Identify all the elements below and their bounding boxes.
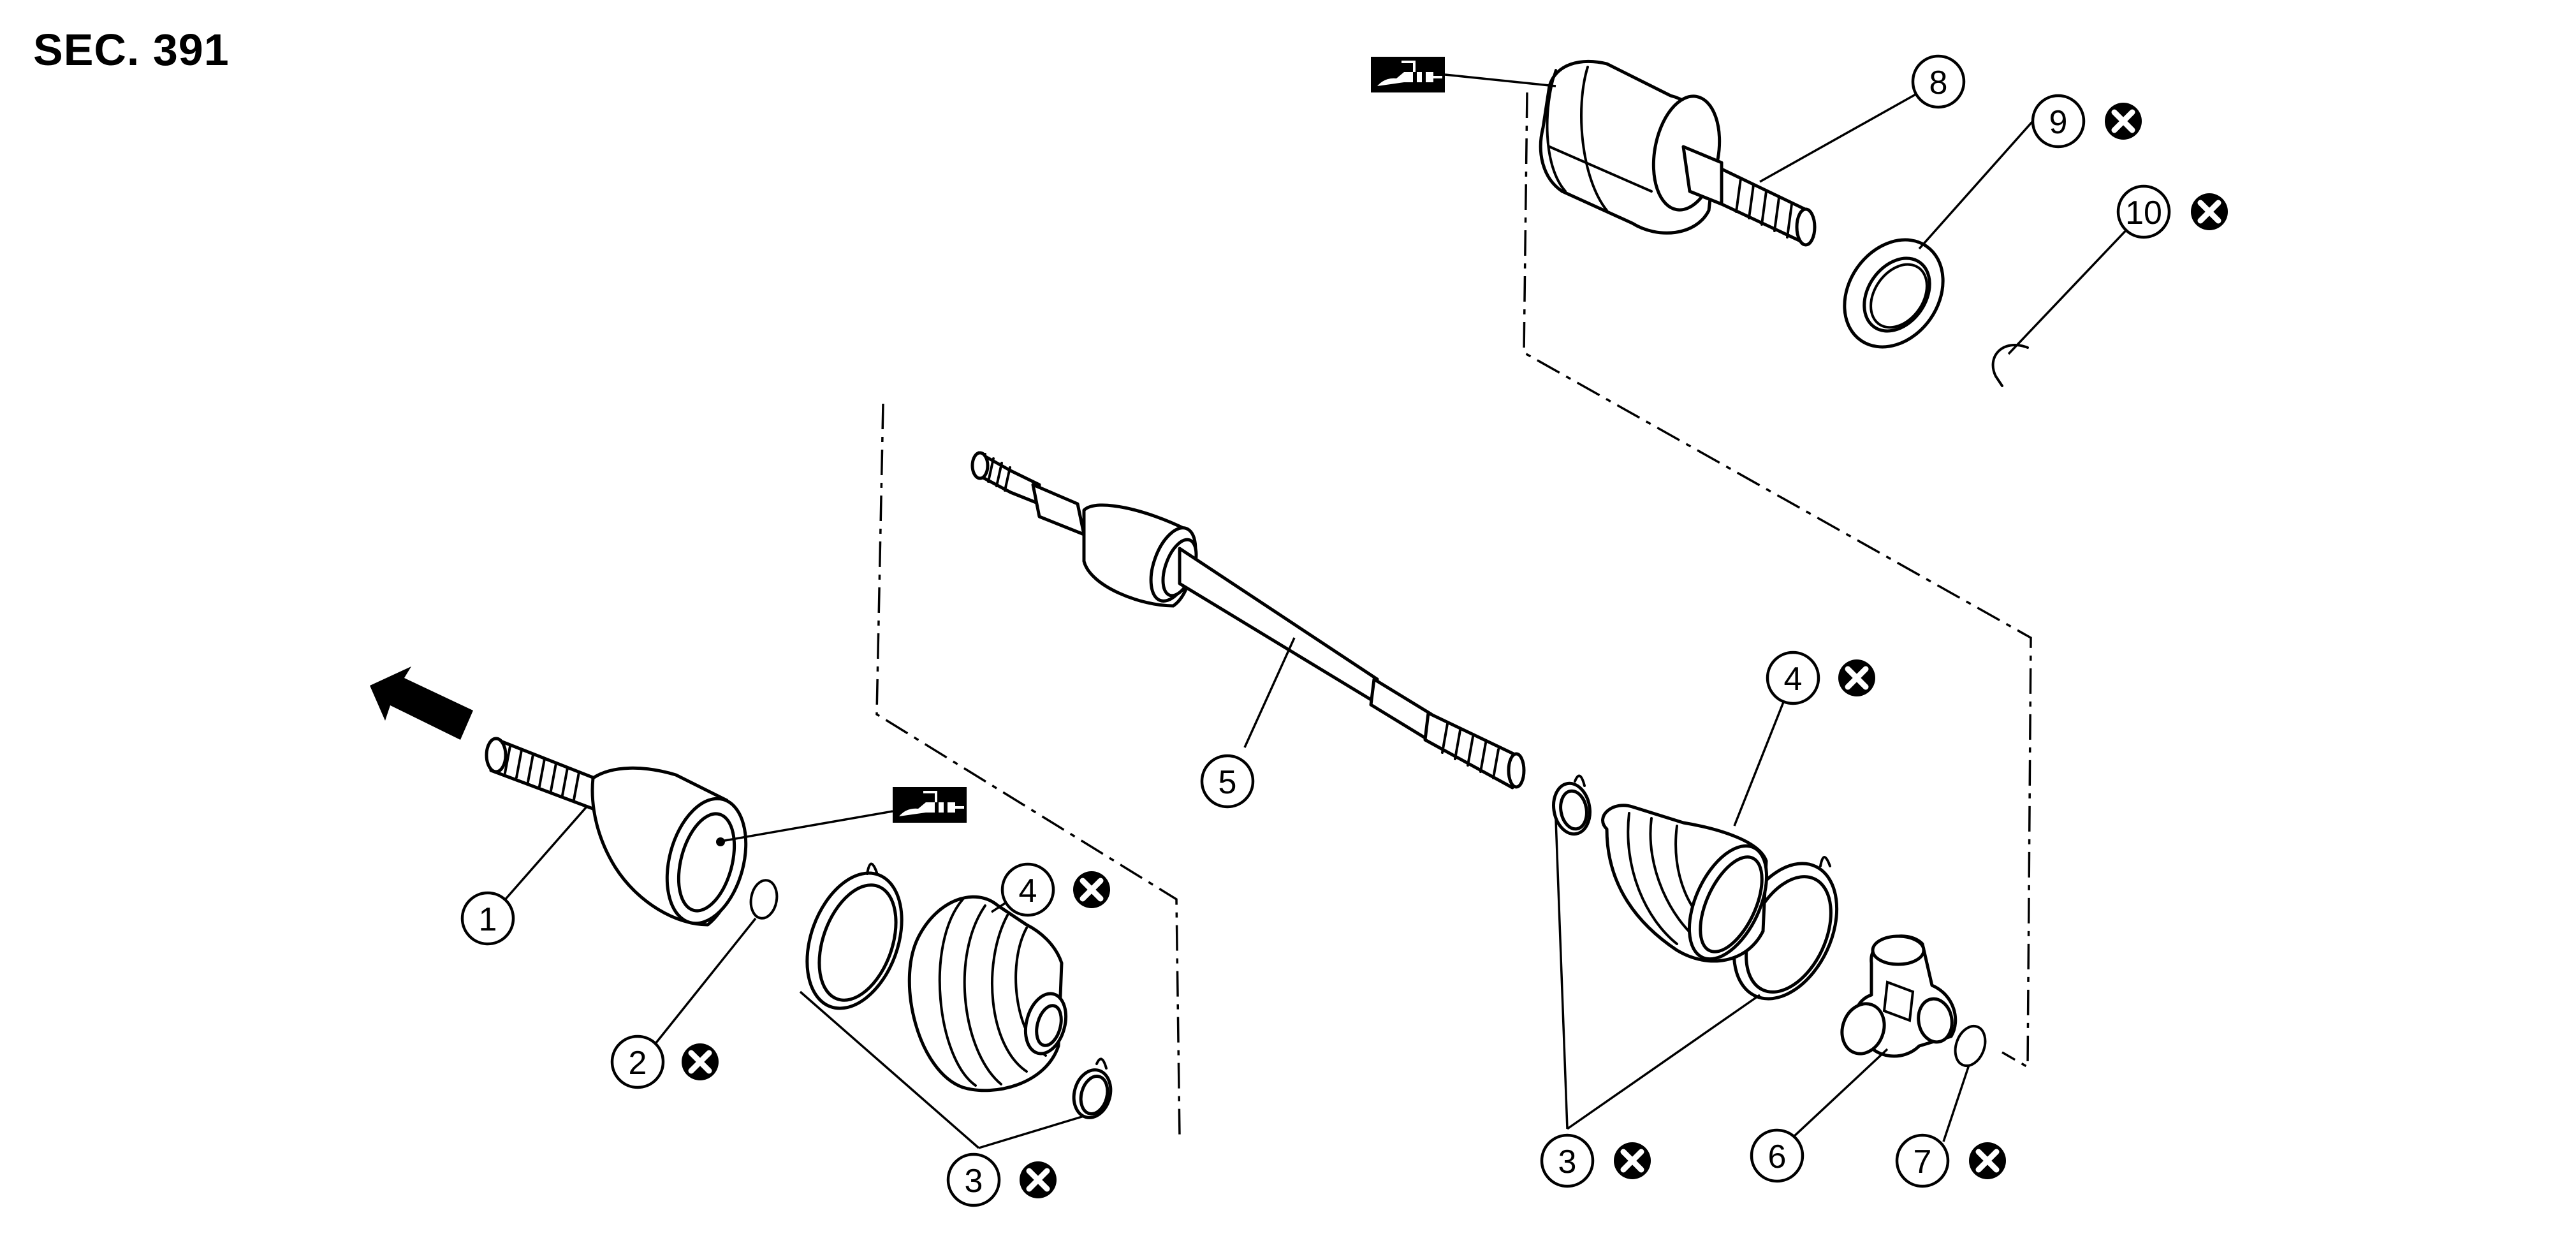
callout-number: 4 [1784,661,1803,698]
circlip-inner [1991,344,2029,387]
x-in-circle-icon [2105,103,2142,140]
snap-ring-inner [1954,1025,1987,1067]
front-direction-arrow-icon [370,666,473,740]
callout-p4a: 4 [1000,862,1110,917]
dust-shield [1843,238,1945,349]
x-in-circle-icon [682,1043,719,1080]
callout-circle [1766,651,1820,705]
x-in-circle-icon [2191,193,2228,230]
callout-p6: 6 [1750,1128,1804,1183]
callout-p4b: 4 [1766,651,1875,705]
assembly-boundary-outer-joint [875,403,1181,1137]
leader-lines [502,80,2145,1149]
x-in-circle-icon [1969,1142,2006,1179]
assembly-boundary-inner-joint [1523,92,2032,1070]
callout-circle [460,891,515,946]
boot-outer [907,895,1068,1093]
callout-circle [1540,1133,1595,1188]
x-in-circle-icon [1020,1161,1057,1198]
callout-number: 3 [1558,1144,1577,1181]
boot-band-small-right [1552,774,1592,836]
callout-number: 1 [479,901,497,938]
circlip-outer [749,879,779,920]
callout-p7: 7 [1895,1133,2006,1188]
callout-p10: 10 [2116,184,2228,239]
callout-p1: 1 [460,891,515,946]
callout-number: 8 [1929,64,1948,101]
callout-circle [2031,94,2086,149]
inner-joint-housing [1539,59,1817,247]
callout-p3b: 3 [1540,1133,1651,1188]
callout-number: 3 [965,1163,983,1200]
boot-inner [1601,804,1769,963]
drive-shaft [970,451,1526,790]
callout-number: 6 [1768,1138,1787,1175]
callout-p8: 8 [1911,54,1966,109]
x-in-circle-icon [1614,1142,1651,1179]
outer-joint-assembly [485,737,748,927]
boot-band-small-left [1072,1057,1113,1119]
callout-circle [2116,184,2171,239]
x-in-circle-icon [1838,659,1875,696]
spider-assembly [1840,934,1958,1058]
callout-number: 7 [1914,1144,1932,1181]
callout-number: 4 [1019,872,1037,909]
callout-circle [610,1034,665,1089]
callout-p9: 9 [2031,94,2142,149]
callout-circle [1911,54,1966,109]
callout-circle [1895,1133,1950,1188]
x-in-circle-icon [1073,871,1110,908]
callout-p2: 2 [610,1034,719,1089]
section-label: SEC. 391 [33,25,230,75]
callout-number: 10 [2125,195,2162,232]
grease-gun-icon [717,786,968,843]
callout-group: 1 2 3 4 5 3 4 6 7 8 9 10 [460,54,2228,1207]
callout-p3a: 3 [946,1152,1057,1207]
grease-gun-icon [1370,55,1556,94]
callout-circle [1200,754,1255,809]
callout-number: 5 [1218,764,1237,801]
callout-circle [946,1152,1001,1207]
callout-number: 2 [629,1045,647,1082]
callout-circle [1750,1128,1804,1183]
callout-number: 9 [2049,104,2068,141]
callout-p5: 5 [1200,754,1255,809]
callout-circle [1000,862,1055,917]
boot-band-large-left [805,862,904,1010]
